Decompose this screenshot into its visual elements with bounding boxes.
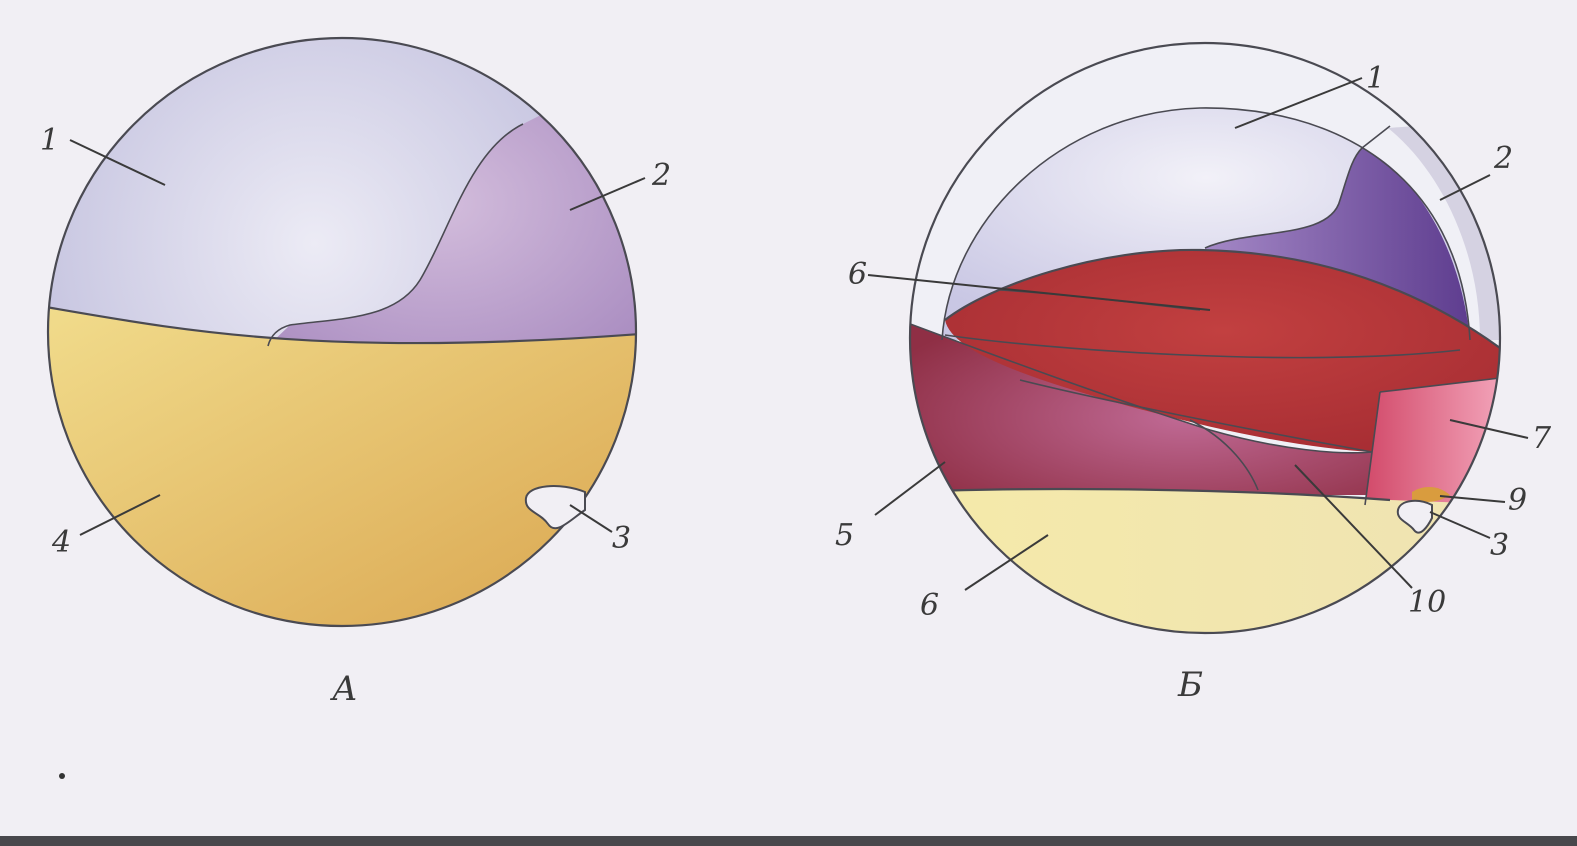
panel-a-embryo: 1 2 4 3 А bbox=[40, 30, 671, 709]
label-b-2: 2 bbox=[1493, 141, 1513, 176]
panel-b-embryo: 1 2 6 7 9 3 10 5 6 Б bbox=[835, 30, 1552, 705]
label-a-2: 2 bbox=[651, 158, 671, 193]
label-b-3: 3 bbox=[1490, 528, 1509, 563]
label-a-4: 4 bbox=[51, 525, 71, 560]
label-a-3: 3 bbox=[612, 521, 631, 556]
caption-a: А bbox=[330, 669, 358, 709]
label-b-6-bottom: 6 bbox=[920, 588, 939, 623]
label-b-1: 1 bbox=[1366, 61, 1385, 96]
region-4-yolk bbox=[40, 306, 650, 640]
stray-dot bbox=[59, 773, 65, 779]
caption-b: Б bbox=[1177, 665, 1203, 705]
label-a-1: 1 bbox=[40, 123, 59, 158]
bottom-edge bbox=[0, 836, 1577, 846]
label-b-5: 5 bbox=[835, 518, 854, 553]
label-b-10: 10 bbox=[1408, 585, 1446, 620]
label-b-6-top: 6 bbox=[848, 257, 867, 292]
label-b-9: 9 bbox=[1508, 483, 1527, 518]
label-b-7: 7 bbox=[1532, 421, 1552, 456]
